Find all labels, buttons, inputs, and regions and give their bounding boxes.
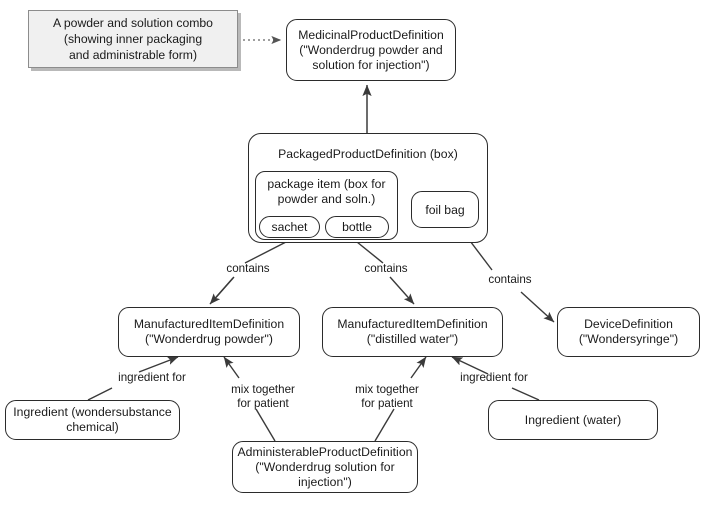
node-sachet[interactable]: sachet [259, 216, 320, 238]
node-foil-bag[interactable]: foil bag [411, 191, 479, 228]
edge-label-ingredient-for-right: ingredient for [460, 371, 528, 384]
note-text: A powder and solution combo (showing inn… [53, 16, 213, 62]
node-label: PackagedProductDefinition (box) [278, 147, 458, 161]
edge-contains-water [356, 241, 384, 264]
node-medicinal-product-definition[interactable]: MedicinalProductDefinition ("Wonderdrug … [286, 19, 456, 81]
edge-mix-water-arrow [410, 356, 427, 379]
edge-label-ingredient-for-left: ingredient for [118, 371, 186, 384]
node-label: AdministerableProductDefinition ("Wonder… [237, 444, 413, 489]
node-bottle[interactable]: bottle [325, 216, 389, 238]
node-label: MedicinalProductDefinition ("Wonderdrug … [298, 27, 444, 72]
node-label: sachet [271, 220, 308, 234]
edge-label-mix-right: mix together for patient [355, 383, 419, 410]
edge-ingredient-chemical [87, 387, 113, 401]
node-label: Ingredient (water) [524, 412, 622, 427]
edge-label-contains-water: contains [364, 262, 408, 275]
edge-label-contains-device: contains [488, 273, 532, 286]
edge-contains-water-arrow [389, 276, 415, 305]
edge-mix-powder [255, 408, 276, 442]
edge-label-contains-powder: contains [226, 262, 270, 275]
node-label: ManufacturedItemDefinition ("Wonderdrug … [133, 317, 285, 346]
node-device-definition[interactable]: DeviceDefinition ("Wondersyringe") [557, 307, 700, 357]
node-label: bottle [342, 220, 372, 234]
node-ingredient-chemical[interactable]: Ingredient (wondersubstance chemical) [5, 400, 180, 440]
node-label: Ingredient (wondersubstance chemical) [13, 405, 172, 434]
edge-mix-water [374, 408, 395, 442]
edge-ingredient-water [511, 387, 540, 401]
edge-label-mix-left: mix together for patient [231, 383, 295, 410]
note-powder-solution-combo: A powder and solution combo (showing inn… [28, 10, 238, 68]
node-manufactured-item-water[interactable]: ManufacturedItemDefinition ("distilled w… [322, 307, 503, 357]
node-label: foil bag [425, 202, 465, 217]
node-ingredient-water[interactable]: Ingredient (water) [488, 400, 658, 440]
node-label: DeviceDefinition ("Wondersyringe") [578, 317, 679, 346]
edge-ingredient-chemical-arrow [138, 356, 179, 373]
edge-contains-powder-arrow [209, 276, 235, 305]
node-label: ManufacturedItemDefinition ("distilled w… [337, 317, 488, 346]
edge-contains-device-arrow [520, 291, 555, 323]
node-manufactured-item-powder[interactable]: ManufacturedItemDefinition ("Wonderdrug … [118, 307, 300, 357]
edge-mix-powder-arrow [223, 356, 240, 379]
node-administerable-product-definition[interactable]: AdministerableProductDefinition ("Wonder… [232, 441, 418, 493]
node-label: package item (box for powder and soln.) [267, 177, 386, 206]
